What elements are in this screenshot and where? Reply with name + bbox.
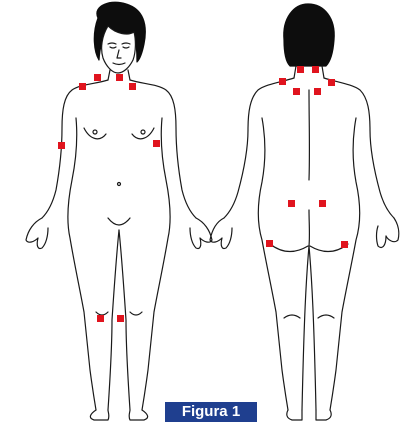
tender-point-marker bbox=[129, 83, 136, 90]
figure-caption: Figura 1 bbox=[165, 402, 257, 422]
tender-point-marker bbox=[94, 74, 101, 81]
tender-point-marker bbox=[293, 88, 300, 95]
front-figure bbox=[26, 2, 212, 420]
tender-point-marker bbox=[279, 78, 286, 85]
tender-point-marker bbox=[97, 315, 104, 322]
tender-point-marker bbox=[116, 74, 123, 81]
tender-point-marker bbox=[117, 315, 124, 322]
back-right-hand bbox=[377, 218, 399, 248]
tender-point-marker bbox=[314, 88, 321, 95]
tender-point-marker bbox=[319, 200, 326, 207]
tender-point-marker bbox=[153, 140, 160, 147]
back-feet bbox=[287, 410, 331, 420]
tender-point-marker bbox=[312, 66, 319, 73]
front-right-hand bbox=[190, 218, 212, 249]
tender-point-marker bbox=[328, 79, 335, 86]
back-left-hand bbox=[210, 218, 232, 249]
tender-point-marker bbox=[341, 241, 348, 248]
front-left-hand bbox=[26, 218, 48, 249]
tender-point-marker bbox=[288, 200, 295, 207]
front-feet bbox=[90, 410, 147, 420]
front-body-outline bbox=[42, 80, 196, 218]
back-hair bbox=[284, 4, 334, 66]
front-face bbox=[102, 26, 136, 73]
tender-point-marker bbox=[79, 83, 86, 90]
tender-point-marker bbox=[266, 240, 273, 247]
tender-point-marker bbox=[297, 66, 304, 73]
tender-point-marker bbox=[58, 142, 65, 149]
tender-point-markers bbox=[58, 66, 348, 322]
back-figure bbox=[210, 4, 399, 420]
